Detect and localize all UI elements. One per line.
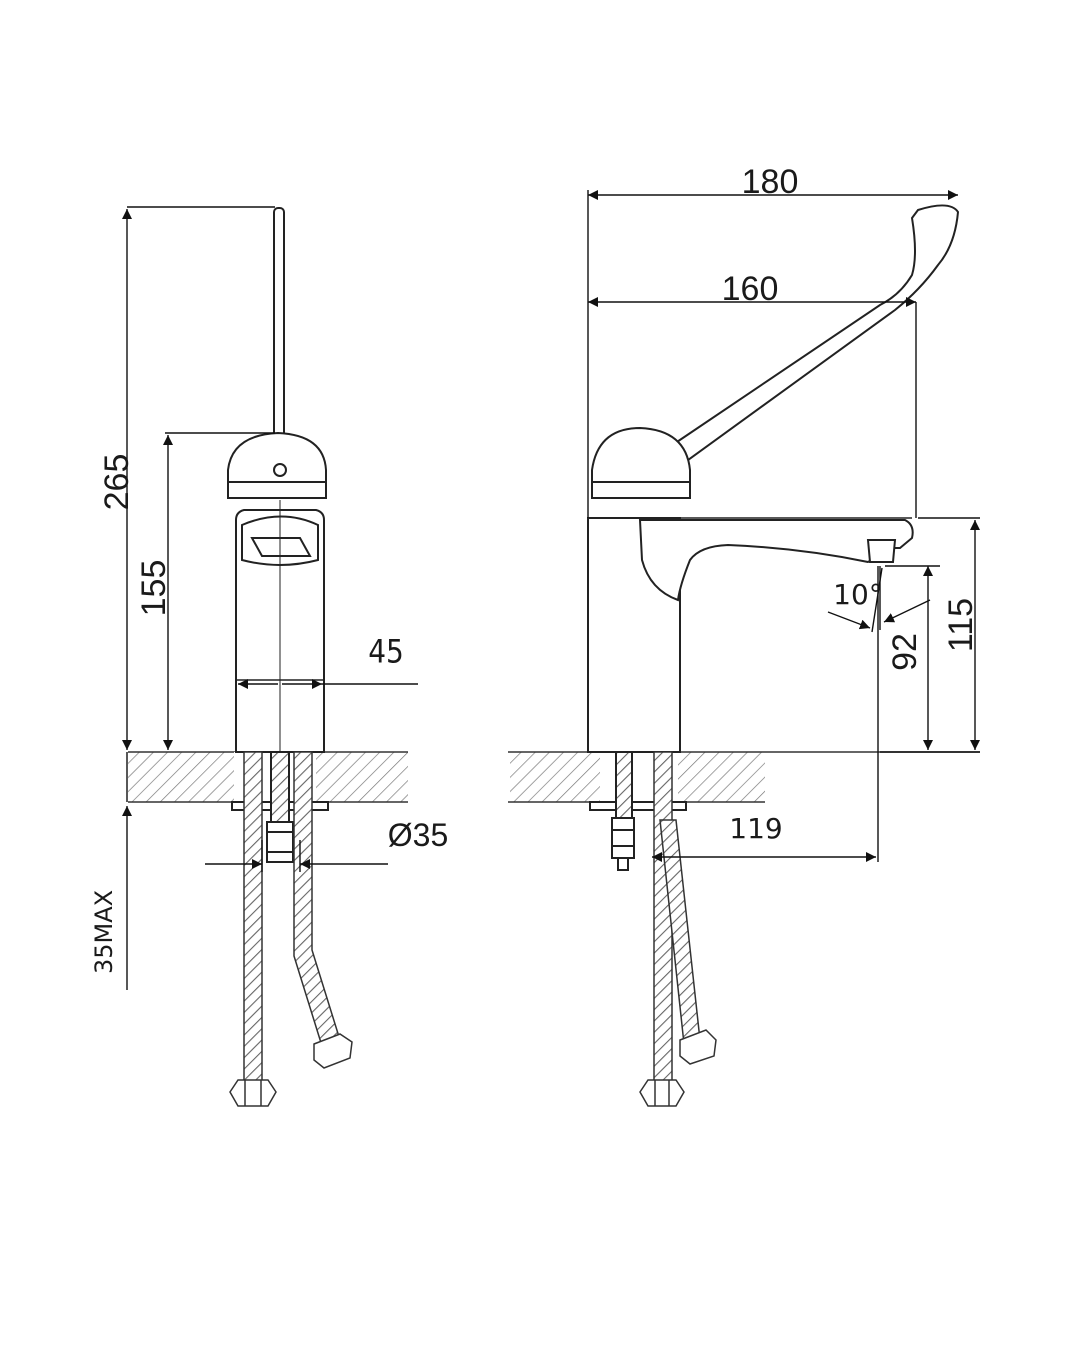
dim-spout-height: 155: [135, 560, 173, 617]
dim-clearance-height: 92: [886, 633, 924, 671]
side-view-hoses: [639, 751, 717, 1107]
dim-hole-diameter: Ø35: [388, 817, 448, 853]
countertop-right: [508, 751, 980, 803]
front-view-faucet: [227, 207, 329, 863]
dimension-lines: [122, 190, 980, 990]
dim-overall-length: 180: [742, 163, 799, 201]
side-view-faucet: [587, 204, 960, 871]
dimension-labels: 265 155 45 Ø35 35MAX 180 160 115 92 119 …: [90, 163, 980, 974]
dim-body-to-lever: 160: [722, 270, 779, 308]
countertop-left: [128, 751, 408, 803]
dim-counter-thickness: 35MAX: [90, 890, 118, 974]
dim-body-width: 45: [368, 634, 404, 671]
dim-projection: 119: [729, 812, 782, 845]
dim-total-height: 265: [98, 454, 136, 511]
dim-angle: 10°: [833, 578, 883, 611]
front-view-hoses: [229, 751, 353, 1107]
dim-outlet-height: 115: [942, 598, 980, 652]
